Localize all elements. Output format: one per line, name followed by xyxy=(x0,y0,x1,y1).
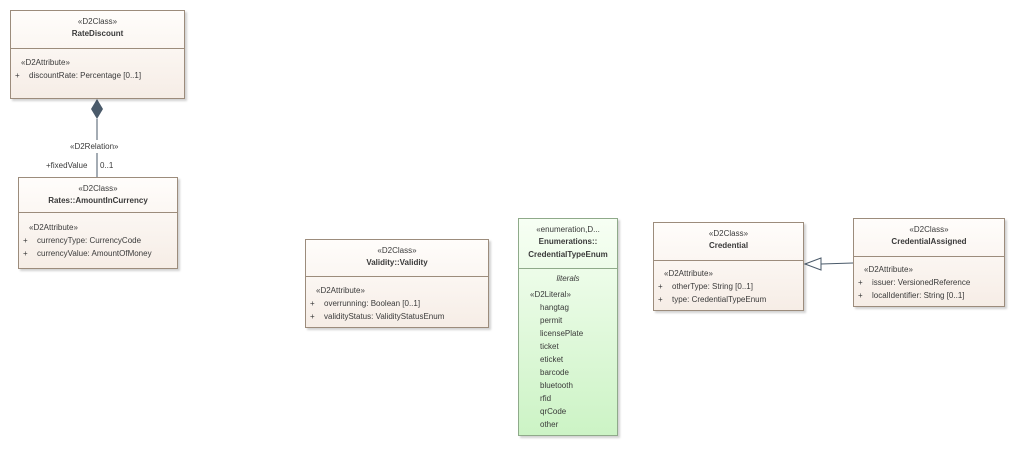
visibility-marker: + xyxy=(658,282,663,291)
relation-multiplicity: 0..1 xyxy=(100,161,114,170)
enum-literal[interactable]: other xyxy=(540,420,559,429)
attribute-stereotype: «D2Attribute» xyxy=(664,269,713,278)
enum-literal[interactable]: permit xyxy=(540,316,563,325)
class-name: Rates::AmountInCurrency xyxy=(48,196,148,205)
class-stereotype: «D2Class» xyxy=(77,17,118,26)
visibility-marker: + xyxy=(23,249,28,258)
class-attributes: «D2Attribute» + currencyType: CurrencyCod… xyxy=(19,222,177,260)
class-divider xyxy=(19,212,177,213)
enum-literals: literals «D2Literal» hangtag permit lice… xyxy=(519,272,617,431)
class-header: «enumeration,D... Enumerations:: Credent… xyxy=(519,219,617,261)
enum-literal[interactable]: hangtag xyxy=(540,303,569,312)
class-name: CredentialAssigned xyxy=(891,237,967,246)
class-name: RateDiscount xyxy=(71,29,124,38)
class-stereotype: «D2Class» xyxy=(909,225,949,234)
enum-credential-type[interactable]: «enumeration,D... Enumerations:: Credent… xyxy=(518,218,618,436)
class-name: Credential xyxy=(708,241,749,250)
attribute-stereotype: «D2Attribute» xyxy=(21,58,70,67)
visibility-marker: + xyxy=(858,291,863,300)
class-header: «D2Class» Validity::Validity xyxy=(306,240,488,269)
class-attributes: «D2Attribute» +otherType: String [0..1] … xyxy=(654,268,803,306)
class-divider xyxy=(306,276,488,277)
generalization-arrow-icon xyxy=(803,257,822,271)
visibility-marker: + xyxy=(858,278,863,287)
attribute-stereotype: «D2Attribute» xyxy=(316,286,365,295)
class-divider xyxy=(11,48,184,49)
attribute-row[interactable]: + validityStatus: ValidityStatusEnum xyxy=(306,310,488,323)
class-divider xyxy=(854,256,1004,257)
class-attributes: «D2Attribute» + issuer: VersionedReferenc… xyxy=(854,264,1004,302)
attribute-text: currencyType: CurrencyCode xyxy=(37,236,142,245)
attribute-row[interactable]: + localIdentifier: String [0..1] xyxy=(854,289,1004,302)
composition-diamond-icon xyxy=(91,99,103,119)
attribute-row[interactable]: + currencyType: CurrencyCode xyxy=(19,234,177,247)
attribute-text: localIdentifier: String [0..1] xyxy=(872,291,965,300)
attribute-stereotype: «D2Attribute» xyxy=(864,265,913,274)
class-validity[interactable]: «D2Class» Validity::Validity «D2Attribut… xyxy=(305,239,489,328)
class-attributes: «D2Attribute» + overrunning: Boolean [0..… xyxy=(306,285,488,323)
enum-literal[interactable]: bluetooth xyxy=(540,381,573,390)
class-stereotype: «enumeration,D... xyxy=(536,225,600,234)
visibility-marker: + xyxy=(658,295,663,304)
attribute-row[interactable]: + discountRate: Percentage [0..1] xyxy=(11,69,184,82)
class-name-line2: CredentialTypeEnum xyxy=(528,250,608,259)
class-header: «D2Class» Rates::AmountInCurrency xyxy=(19,178,177,207)
generalization-line[interactable] xyxy=(820,262,854,265)
attribute-row[interactable]: + overrunning: Boolean [0..1] xyxy=(306,297,488,310)
enum-literal[interactable]: rfid xyxy=(540,394,552,403)
class-header: «D2Class» RateDiscount xyxy=(11,11,184,40)
class-credential-assigned[interactable]: «D2Class» CredentialAssigned «D2Attribut… xyxy=(853,218,1005,307)
class-attributes: «D2Attribute» + discountRate: Percentage … xyxy=(11,57,184,82)
relation-stereotype: «D2Relation» xyxy=(70,142,119,151)
attribute-row[interactable]: + issuer: VersionedReference xyxy=(854,276,1004,289)
visibility-marker: + xyxy=(15,71,20,80)
class-stereotype: «D2Class» xyxy=(708,229,749,238)
enum-literal[interactable]: eticket xyxy=(540,355,564,364)
class-rate-discount[interactable]: «D2Class» RateDiscount «D2Attribute» + di… xyxy=(10,10,185,99)
attribute-text: otherType: String [0..1] xyxy=(672,282,753,291)
class-divider xyxy=(654,260,803,261)
literal-stereotype: «D2Literal» xyxy=(530,290,571,299)
class-stereotype: «D2Class» xyxy=(78,184,118,193)
class-name: Validity::Validity xyxy=(366,258,428,267)
class-header: «D2Class» CredentialAssigned xyxy=(854,219,1004,248)
attribute-row[interactable]: + currencyValue: AmountOfMoney xyxy=(19,247,177,260)
class-divider xyxy=(519,268,617,269)
attribute-row[interactable]: + otherType: String [0..1] xyxy=(654,280,803,293)
class-credential[interactable]: «D2Class» Credential «D2Attribute» + othe… xyxy=(653,222,804,311)
class-amount-in-currency[interactable]: «D2Class» Rates::AmountInCurrency «D2Att… xyxy=(18,177,178,269)
enum-literal[interactable]: barcode xyxy=(540,368,569,377)
enum-literal[interactable]: ticket xyxy=(540,342,559,351)
visibility-marker: + xyxy=(23,236,28,245)
attribute-stereotype: «D2Attribute» xyxy=(29,223,78,232)
relation-role: +fixedValue xyxy=(46,161,88,170)
attribute-row[interactable]: + type: CredentialTypeEnum xyxy=(654,293,803,306)
class-header: «D2Class» Credential xyxy=(654,223,803,252)
enum-literal[interactable]: licensePlate xyxy=(540,329,584,338)
literals-label: literals xyxy=(556,274,580,283)
visibility-marker: + xyxy=(310,312,315,321)
attribute-text: validityStatus: ValidityStatusEnum xyxy=(324,312,445,321)
attribute-text: discountRate: Percentage [0..1] xyxy=(29,71,142,80)
attribute-text: currencyValue: AmountOfMoney xyxy=(37,249,152,258)
enum-literal[interactable]: qrCode xyxy=(540,407,567,416)
attribute-text: type: CredentialTypeEnum xyxy=(672,295,767,304)
attribute-text: overrunning: Boolean [0..1] xyxy=(324,299,421,308)
visibility-marker: + xyxy=(310,299,315,308)
class-stereotype: «D2Class» xyxy=(377,246,417,255)
class-name: Enumerations:: xyxy=(538,237,598,246)
attribute-text: issuer: VersionedReference xyxy=(872,278,971,287)
